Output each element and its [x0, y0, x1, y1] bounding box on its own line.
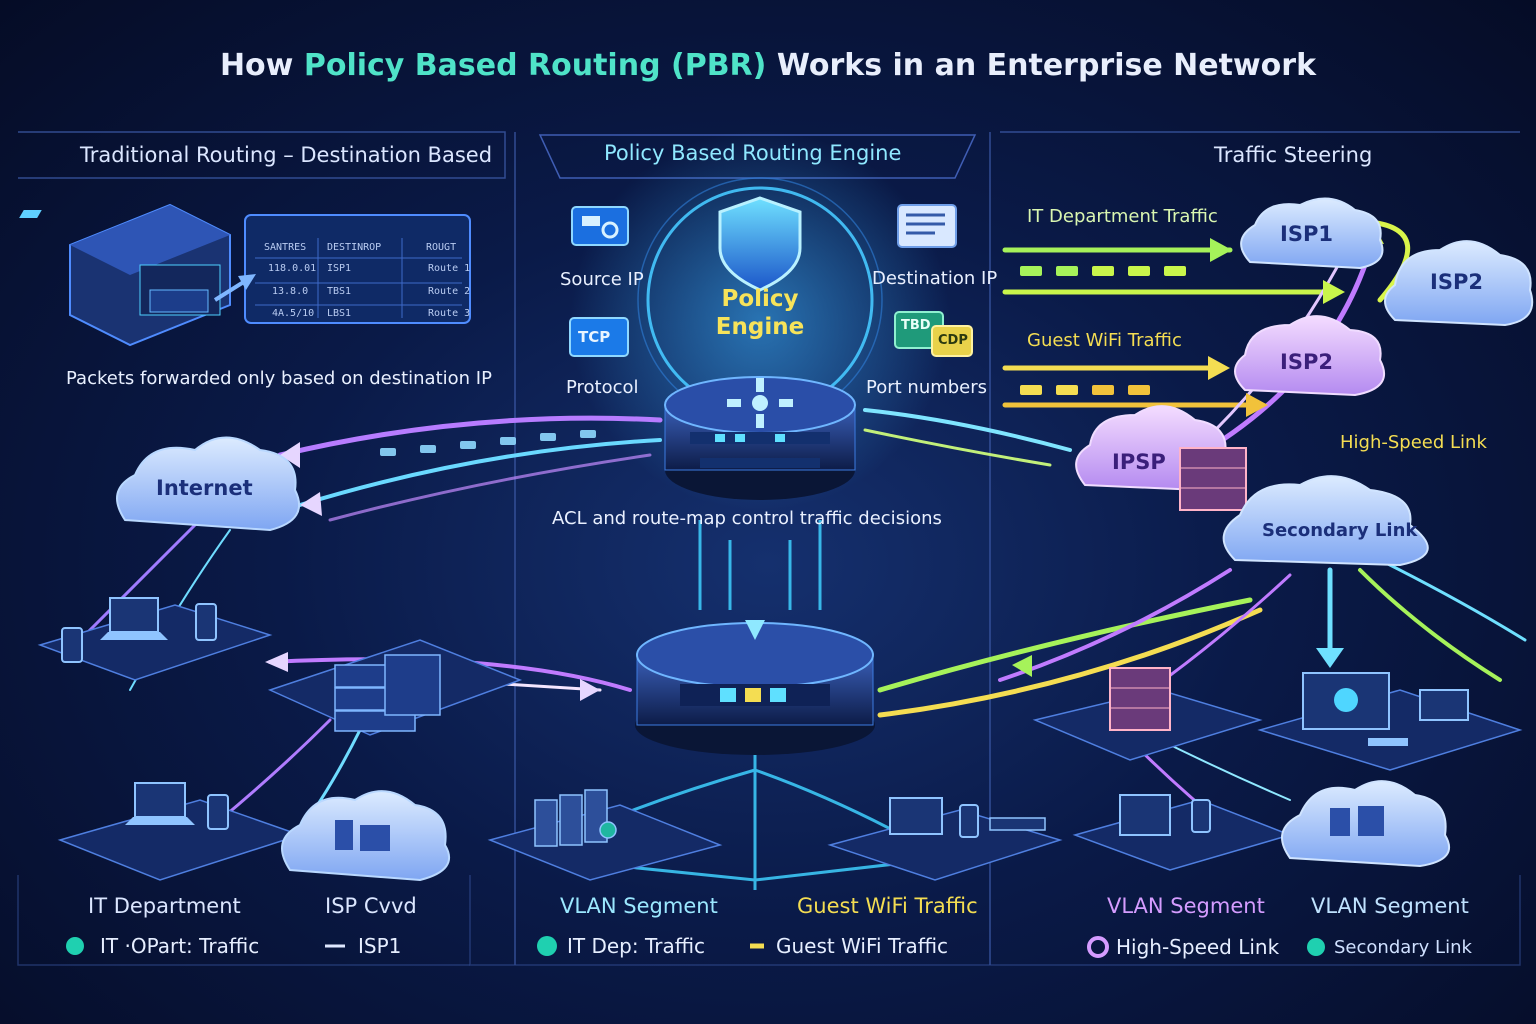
port-numbers-label: Port numbers	[866, 377, 988, 398]
port-numbers-icon	[894, 311, 973, 357]
check-icon-center	[537, 936, 557, 956]
table-cell-r2c0: 4A.5/10	[272, 308, 315, 319]
policy-engine-label: Policy Engine	[715, 286, 805, 340]
core-switch-icon	[635, 620, 875, 755]
table-header-2: ROUGT	[426, 242, 457, 253]
internet-cloud-label: Internet	[156, 476, 253, 500]
source-ip-icon	[571, 206, 629, 246]
server-rack-icon	[534, 789, 617, 847]
center-panel-heading: Policy Based Routing Engine	[604, 141, 902, 165]
protocol-icon	[569, 317, 629, 357]
left-panel-heading: Traditional Routing – Destination Based	[80, 143, 493, 167]
ipsp-cloud-label: IPSP	[1112, 450, 1166, 474]
laptop-icon	[61, 597, 217, 663]
secondary-link-cloud	[1222, 475, 1429, 567]
table-header-0: SANTRES	[264, 242, 307, 253]
protocol-label: Protocol	[566, 377, 639, 398]
it-department-label: IT Department	[88, 894, 241, 918]
table-cell-r2c2: Route 3	[428, 308, 471, 319]
table-cell-r0c1: ISP1	[327, 263, 352, 274]
table-cell-r0c0: 118.0.01	[268, 263, 317, 274]
right-desktop-icon	[1119, 794, 1211, 836]
panel-frames	[17, 131, 1521, 966]
vlan-segment-center-label: VLAN Segment	[560, 894, 718, 918]
guest-wifi-bottom-label: Guest WiFi Traffic	[797, 894, 978, 918]
legend-center-1: IT Dep: Traffic	[567, 934, 706, 958]
server-stack-icon	[19, 203, 231, 347]
isp-cloud-icon	[281, 790, 451, 882]
legend-left-2: ISP1	[358, 934, 402, 958]
source-ip-label: Source IP	[560, 269, 644, 290]
left-device-platforms	[37, 604, 523, 881]
it-laptop-icon	[125, 782, 229, 830]
left-panel-caption: Packets forwarded only based on destinat…	[66, 368, 492, 389]
isp1-cloud	[1240, 197, 1384, 270]
routing-table	[244, 214, 471, 324]
table-cell-r1c2: Route 2	[428, 286, 471, 297]
violet-ring-icon	[1087, 936, 1109, 958]
table-cell-r1c0: 13.8.0	[272, 286, 309, 297]
table-cell-r1c1: TBS1	[327, 286, 352, 297]
desktop-icon	[889, 797, 1046, 838]
check-icon	[66, 937, 84, 955]
tcp-badge: TCP	[578, 328, 611, 346]
port-badge-1: TBD	[901, 318, 931, 333]
firewall-icon	[1109, 667, 1171, 731]
left-arrowheads	[265, 442, 600, 701]
port-badge-2: CDP	[938, 333, 968, 348]
table-cell-r2c1: LBS1	[327, 308, 352, 319]
guest-traffic-label: Guest WiFi Traffic	[1027, 330, 1182, 351]
isp2-top-cloud-label: ISP2	[1430, 270, 1483, 294]
monitor-icon	[1302, 672, 1469, 746]
legend-right-2: Secondary Link	[1334, 937, 1472, 958]
it-traffic-label: IT Department Traffic	[1027, 206, 1218, 227]
isp2-top-cloud	[1384, 240, 1534, 327]
left-packets	[380, 430, 596, 456]
shield-icon	[718, 196, 802, 292]
vlan-segment-right1-label: VLAN Segment	[1107, 894, 1265, 918]
high-speed-link-label: High-Speed Link	[1340, 432, 1487, 453]
core-router-icon	[664, 376, 856, 500]
vlan-cloud-icon	[1281, 780, 1451, 868]
isp-cloud-label: ISP Cvvd	[325, 894, 417, 918]
destination-ip-icon	[897, 204, 957, 248]
table-header-1: DESTINROP	[327, 242, 382, 253]
internet-cloud	[116, 436, 300, 532]
vlan-segment-right2-label: VLAN Segment	[1311, 894, 1469, 918]
legend-left-1: IT ·OPart: Traffic	[100, 934, 260, 958]
destination-ip-label: Destination IP	[872, 268, 998, 289]
isp1-cloud-label: ISP1	[1280, 222, 1333, 246]
table-cell-r0c2: Route 1	[428, 263, 471, 274]
center-panel-caption: ACL and route-map control traffic decisi…	[552, 508, 942, 529]
secondary-link-cloud-label: Secondary Link	[1262, 520, 1418, 541]
ipsp-cloud	[1075, 405, 1247, 511]
isp2-mid-cloud-label: ISP2	[1280, 350, 1333, 374]
legend-center-2: Guest WiFi Traffic	[776, 934, 949, 958]
switch-stack-icon	[334, 654, 441, 732]
legend-right-1: High-Speed Link	[1116, 935, 1280, 959]
teal-check-icon	[1307, 938, 1325, 956]
right-panel-heading: Traffic Steering	[1214, 143, 1373, 167]
right-packets	[1020, 266, 1186, 395]
page-title: How Policy Based Routing (PBR) Works in …	[219, 48, 1317, 83]
isp2-mid-cloud	[1234, 315, 1386, 397]
